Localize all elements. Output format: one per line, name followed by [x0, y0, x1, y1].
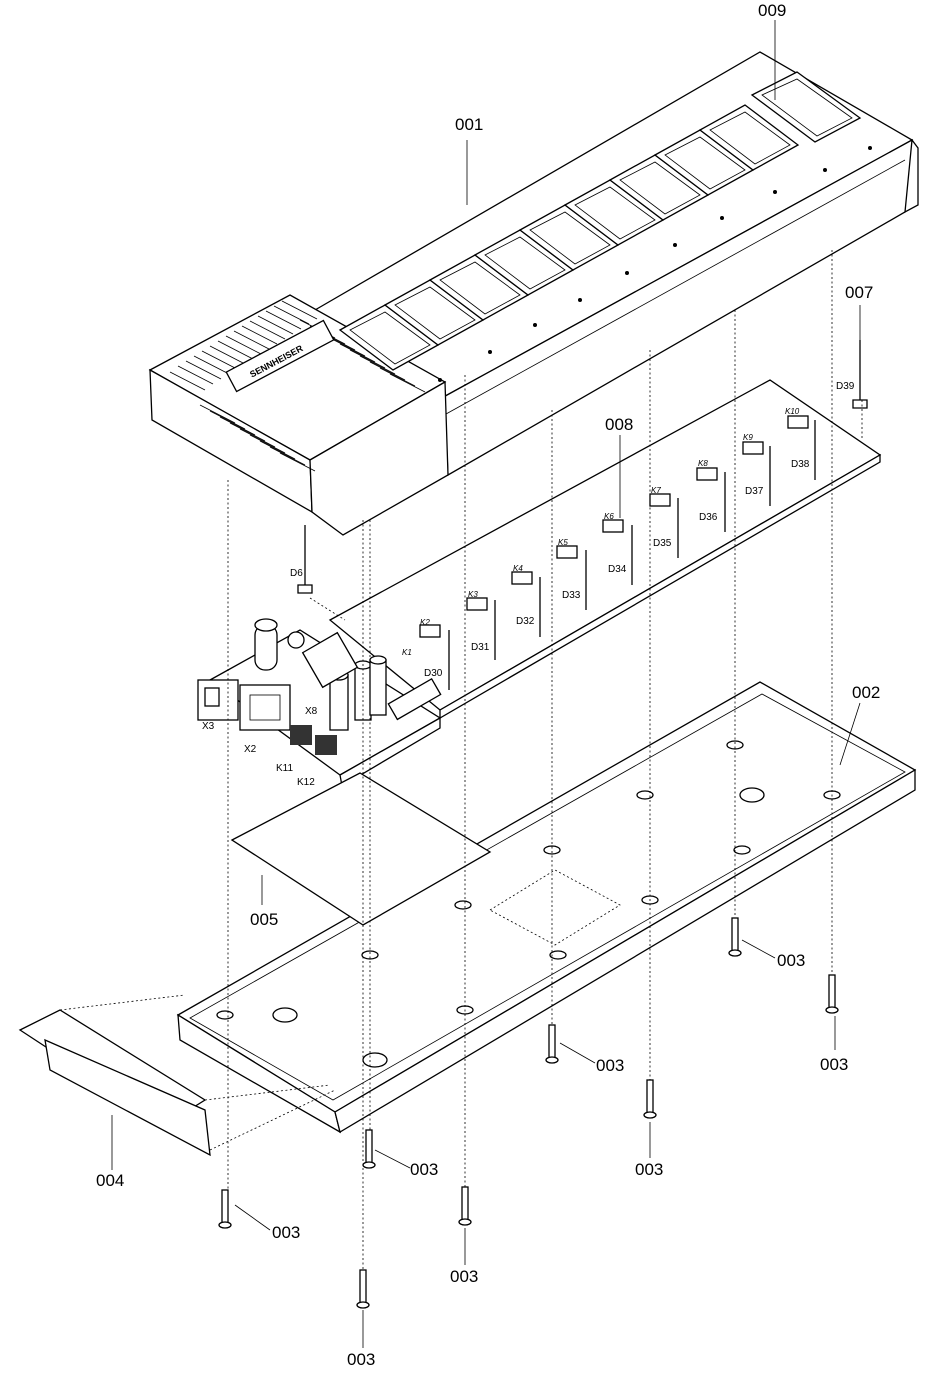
main-pcb-008 — [197, 379, 882, 788]
top-cover-001: SENNHEISER — [148, 51, 919, 536]
part-labels: 001 009 007 008 002 005 004 003 003 003 … — [96, 1, 880, 1369]
label-d35: D35 — [653, 538, 672, 549]
label-d30: D30 — [424, 668, 443, 679]
label-x2: X2 — [244, 744, 257, 755]
label-d33: D33 — [562, 590, 581, 601]
label-k6: K6 — [604, 512, 614, 521]
label-003-c: 003 — [410, 1160, 438, 1179]
label-d36: D36 — [699, 512, 718, 523]
label-k1: K1 — [402, 648, 412, 657]
label-003-f: 003 — [635, 1160, 663, 1179]
label-d39: D39 — [836, 381, 855, 392]
leader-lines — [111, 20, 861, 1348]
label-k7: K7 — [651, 486, 661, 495]
label-k8: K8 — [698, 459, 708, 468]
label-x8: X8 — [305, 706, 318, 717]
label-k2: K2 — [420, 618, 430, 627]
label-005: 005 — [250, 910, 278, 929]
label-002: 002 — [852, 683, 880, 702]
label-d38: D38 — [791, 459, 810, 470]
label-k12: K12 — [297, 777, 315, 788]
assembly-axes — [227, 250, 863, 1270]
label-003-g: 003 — [777, 951, 805, 970]
label-009: 009 — [758, 1, 786, 20]
label-k10: K10 — [785, 407, 800, 416]
bracket-004 — [18, 994, 336, 1157]
label-k11: K11 — [276, 763, 293, 774]
label-008: 008 — [605, 415, 633, 434]
label-003-e: 003 — [596, 1056, 624, 1075]
label-003-h: 003 — [820, 1055, 848, 1074]
charging-bays — [338, 71, 862, 371]
component-labels: X3 X2 X8 K11 K12 K1 K2 K3 K4 K5 K6 K7 K8… — [202, 381, 855, 788]
label-d34: D34 — [608, 564, 627, 575]
label-004: 004 — [96, 1171, 124, 1190]
label-003-a: 003 — [272, 1223, 300, 1242]
light-guides-007 — [297, 340, 868, 594]
bottom-tray-002 — [176, 681, 917, 1134]
label-d37: D37 — [745, 486, 764, 497]
label-003-b: 003 — [347, 1350, 375, 1369]
label-k9: K9 — [743, 433, 753, 442]
label-007: 007 — [845, 283, 873, 302]
label-001: 001 — [455, 115, 483, 134]
label-003-d: 003 — [450, 1267, 478, 1286]
insulation-sheet-005 — [230, 772, 492, 926]
label-d32: D32 — [516, 616, 535, 627]
label-k3: K3 — [468, 590, 478, 599]
label-k5: K5 — [558, 538, 568, 547]
label-x3: X3 — [202, 721, 215, 732]
label-d31: D31 — [471, 642, 490, 653]
label-k4: K4 — [513, 564, 523, 573]
label-d6: D6 — [290, 568, 303, 579]
